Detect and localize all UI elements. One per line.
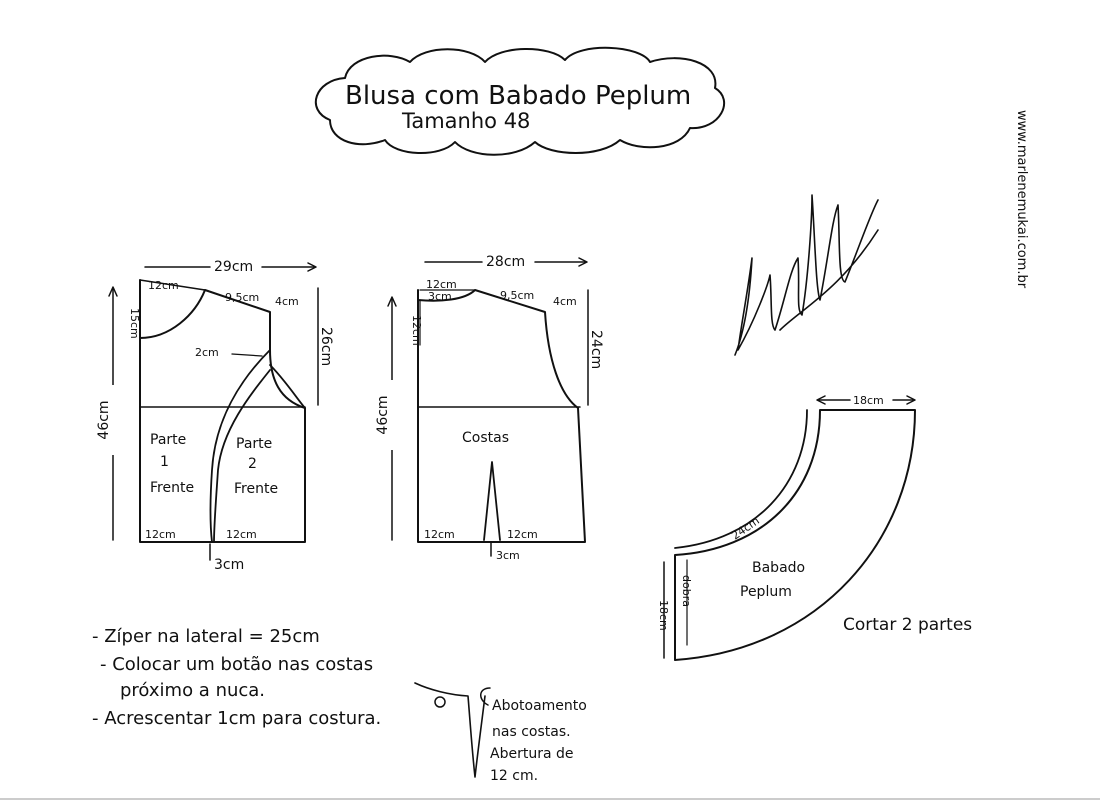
back-height-arrow — [387, 296, 397, 307]
front-dart-arrow — [231, 353, 263, 357]
front-left-label-3: Frente — [150, 480, 194, 496]
front-armhole-depth: 26cm — [318, 327, 334, 366]
peplum-outline — [674, 409, 916, 661]
notes: - Zíper na lateral = 25cm - Colocar um b… — [92, 626, 381, 729]
note-4: - Acrescentar 1cm para costura. — [92, 708, 381, 729]
peplum-fold: dobra — [680, 575, 693, 607]
back-bottom-right: 12cm — [507, 528, 538, 541]
peplum-width-arrow-l — [816, 395, 826, 405]
peplum-cut: Cortar 2 partes — [843, 615, 972, 635]
front-bottom-right: 12cm — [226, 528, 257, 541]
front-right-label-1: Parte — [236, 436, 272, 452]
front-height-arrow — [108, 286, 118, 297]
front-shoulder: 9,5cm — [225, 291, 259, 304]
note-1: - Zíper na lateral = 25cm — [92, 626, 320, 647]
signature — [734, 194, 879, 356]
front-armhole — [269, 364, 306, 409]
button-note-4: 12 cm. — [490, 768, 538, 784]
front-neck-depth: 15cm — [128, 308, 141, 339]
note-3: próximo a nuca. — [120, 680, 265, 701]
button-sketch: Abotoamento nas costas. Abertura de 12 c… — [414, 682, 587, 784]
button-circle-icon — [434, 696, 446, 708]
back-piece: 28cm 12cm 3cm 9,5cm 4cm 12cm 24cm 46cm C… — [375, 254, 604, 562]
signature-scribble — [734, 194, 879, 356]
front-shoulder-drop: 4cm — [275, 295, 299, 308]
front-piece: 29cm 12cm 9,5cm 4cm 15cm 26cm 46cm 2cm P… — [96, 259, 334, 573]
back-width-arrow — [578, 257, 588, 267]
note-2: - Colocar um botão nas costas — [100, 654, 373, 675]
button-note-1: Abotoamento — [492, 698, 587, 714]
front-width-arrow — [307, 262, 317, 272]
peplum-piece: 18cm 24cm 18cm dobra Babado Peplum Corta… — [657, 394, 972, 661]
front-left-label-1: Parte — [150, 432, 186, 448]
collar-sketch — [414, 682, 486, 778]
front-height-mask — [100, 385, 126, 455]
back-neck-depth: 12cm — [410, 315, 423, 346]
front-seam-left — [209, 349, 271, 543]
back-shoulder-drop: 4cm — [553, 295, 577, 308]
peplum-inner-arc — [674, 409, 808, 549]
front-outline — [139, 279, 306, 543]
front-bottom-left: 12cm — [145, 528, 176, 541]
peplum-height: 18cm — [657, 600, 670, 631]
back-shoulder-offset: 12cm — [426, 278, 457, 291]
front-right-label-2: 2 — [248, 456, 257, 472]
title-cloud: Blusa com Babado Peplum Tamanho 48 — [314, 46, 726, 156]
front-width: 29cm — [214, 259, 253, 275]
back-outline — [417, 289, 586, 543]
title-cloud-outline — [314, 46, 726, 156]
back-label: Costas — [462, 430, 509, 446]
front-left-label-2: 1 — [160, 454, 169, 470]
front-seam-right — [213, 369, 271, 543]
back-bottom-gap: 3cm — [496, 549, 520, 562]
back-height: 46cm — [375, 395, 391, 434]
peplum-width: 18cm — [853, 394, 884, 407]
back-dart — [483, 461, 501, 541]
front-neck-top — [139, 279, 206, 291]
loop-icon — [480, 687, 491, 706]
website-url: www.marlenemukai.com.br — [1014, 110, 1029, 289]
back-shoulder: 9,5cm — [500, 289, 534, 302]
back-bottom-left: 12cm — [424, 528, 455, 541]
peplum-inner-arc-label: 24cm — [729, 514, 762, 542]
front-dart: 2cm — [195, 346, 219, 359]
peplum-label-1: Babado — [752, 560, 805, 576]
back-width: 28cm — [486, 254, 525, 270]
button-note-3: Abertura de — [490, 746, 573, 762]
front-height: 46cm — [96, 400, 112, 439]
peplum-width-arrow-r — [906, 395, 916, 405]
back-height-mask — [380, 380, 406, 450]
front-right-label-3: Frente — [234, 481, 278, 497]
title-line1: Blusa com Babado Peplum — [345, 81, 691, 111]
front-shoulder-offset: 12cm — [148, 279, 179, 292]
front-bottom-gap: 3cm — [214, 557, 244, 573]
button-note-2: nas costas. — [492, 724, 571, 740]
back-neck-depth-h: 3cm — [428, 290, 452, 303]
peplum-label-2: Peplum — [740, 584, 792, 600]
back-armhole-depth: 24cm — [588, 330, 604, 369]
title-line2: Tamanho 48 — [401, 109, 530, 133]
